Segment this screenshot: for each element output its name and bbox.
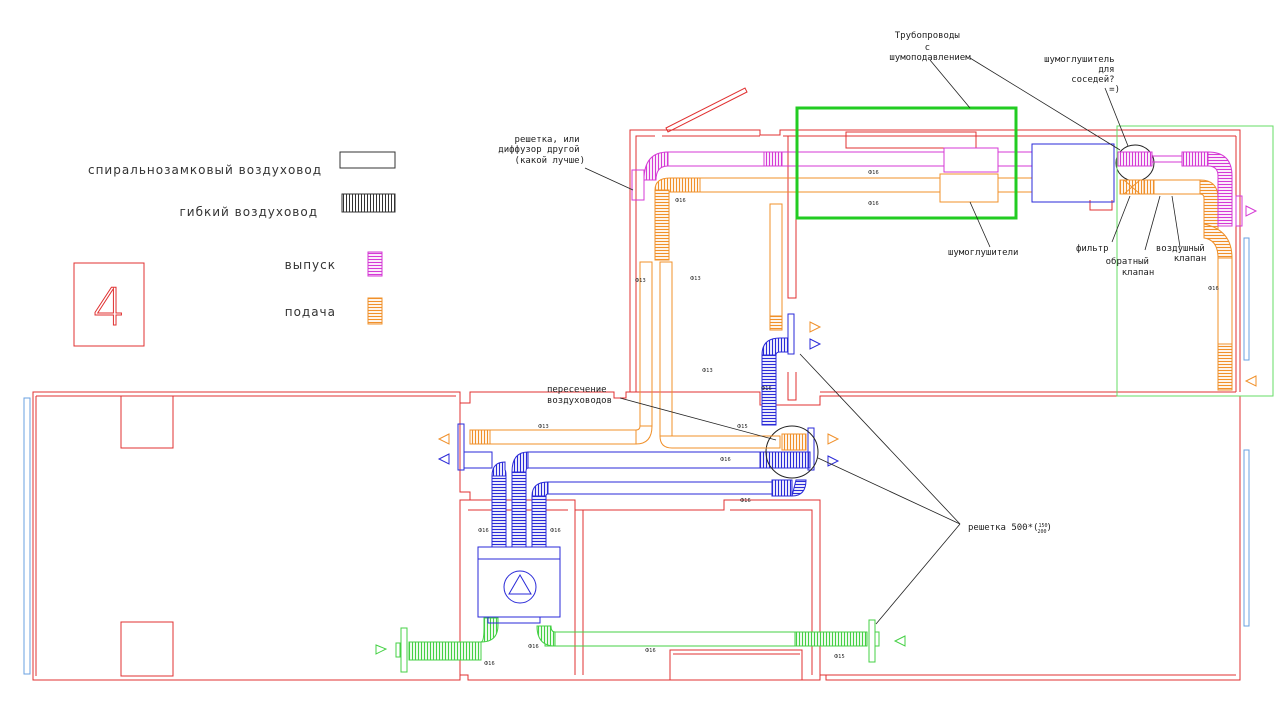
- dim-label: Ф16: [868, 170, 879, 176]
- note-silencers: шумоглушители: [948, 248, 1018, 258]
- muffled-pipes-highlight: [795, 106, 1018, 220]
- supply-ducts: [469, 173, 1233, 451]
- exhaust-ducts: [631, 147, 1258, 227]
- legend: спиральнозамковый воздуховод гибкий возд…: [88, 151, 396, 325]
- dim-label: Ф13: [538, 424, 549, 430]
- dim-label: Ф16: [720, 457, 731, 463]
- dim-label: Ф15: [737, 424, 748, 430]
- note-crossing: пересечение воздуховодов: [547, 385, 612, 406]
- dim-label: Ф13: [690, 276, 701, 282]
- dim-label: Ф16: [528, 644, 539, 650]
- legend-flex-swatch: [341, 193, 396, 213]
- grille-arrows: [437, 321, 1257, 467]
- legend-exhaust-swatch: [367, 251, 383, 277]
- legend-spiral-swatch: [339, 151, 396, 169]
- neighbor-zone-highlight: [1116, 125, 1274, 397]
- sheet-number-frame: [73, 262, 145, 347]
- note-grille-or-diffuser: решетка, или диффузор другой (какой лучш…: [498, 135, 585, 166]
- legend-supply-label: подача: [285, 305, 336, 319]
- legend-spiral-label: спиральнозамковый воздуховод: [88, 163, 322, 177]
- note-air-valve: воздушный клапан: [1156, 244, 1210, 264]
- dim-label: Ф16: [645, 648, 656, 654]
- blue-flex-ducts: [457, 313, 815, 548]
- walls: [32, 87, 1241, 681]
- dim-label: Ф16: [740, 498, 751, 504]
- note-neighbor-silencer: шумоглушитель для соседей? =): [1044, 55, 1120, 95]
- leader-lines: [584, 57, 1181, 625]
- annotations: Трубопроводы с шумоподавлением шумоглуши…: [498, 30, 1210, 535]
- dim-label: Ф13: [635, 278, 646, 284]
- note-filter: фильтр: [1076, 244, 1109, 254]
- legend-exhaust-label: выпуск: [285, 258, 336, 272]
- dim-label: Ф16: [675, 198, 686, 204]
- dim-label: Ф16: [550, 528, 561, 534]
- crossing-markers: [765, 144, 1155, 479]
- dim-label: Ф16: [868, 201, 879, 207]
- sheet-number: 4: [92, 278, 125, 338]
- ventilation-unit: [477, 546, 561, 624]
- dim-label: Ф15: [834, 654, 845, 660]
- windows: [23, 237, 1250, 675]
- outdoor-ducts: [375, 617, 906, 673]
- dim-label: Ф16: [484, 661, 495, 667]
- dimension-labels: Ф16 Ф16 Ф16 Ф13 Ф13 Ф13 Ф13 Ф15 Ф16 Ф16 …: [478, 170, 1219, 667]
- dim-label: Ф16: [1208, 286, 1219, 292]
- legend-flex-label: гибкий воздуховод: [179, 205, 318, 219]
- dim-label: Ф16: [478, 528, 489, 534]
- note-check-valve: обратный клапан: [1106, 256, 1155, 278]
- air-handling-box: [1031, 143, 1145, 203]
- dim-label: Ф13: [702, 368, 713, 374]
- legend-supply-swatch: [367, 297, 383, 325]
- note-muffled-pipes: Трубопроводы с шумоподавлением: [889, 30, 971, 63]
- dim-label: Ф16: [761, 386, 772, 392]
